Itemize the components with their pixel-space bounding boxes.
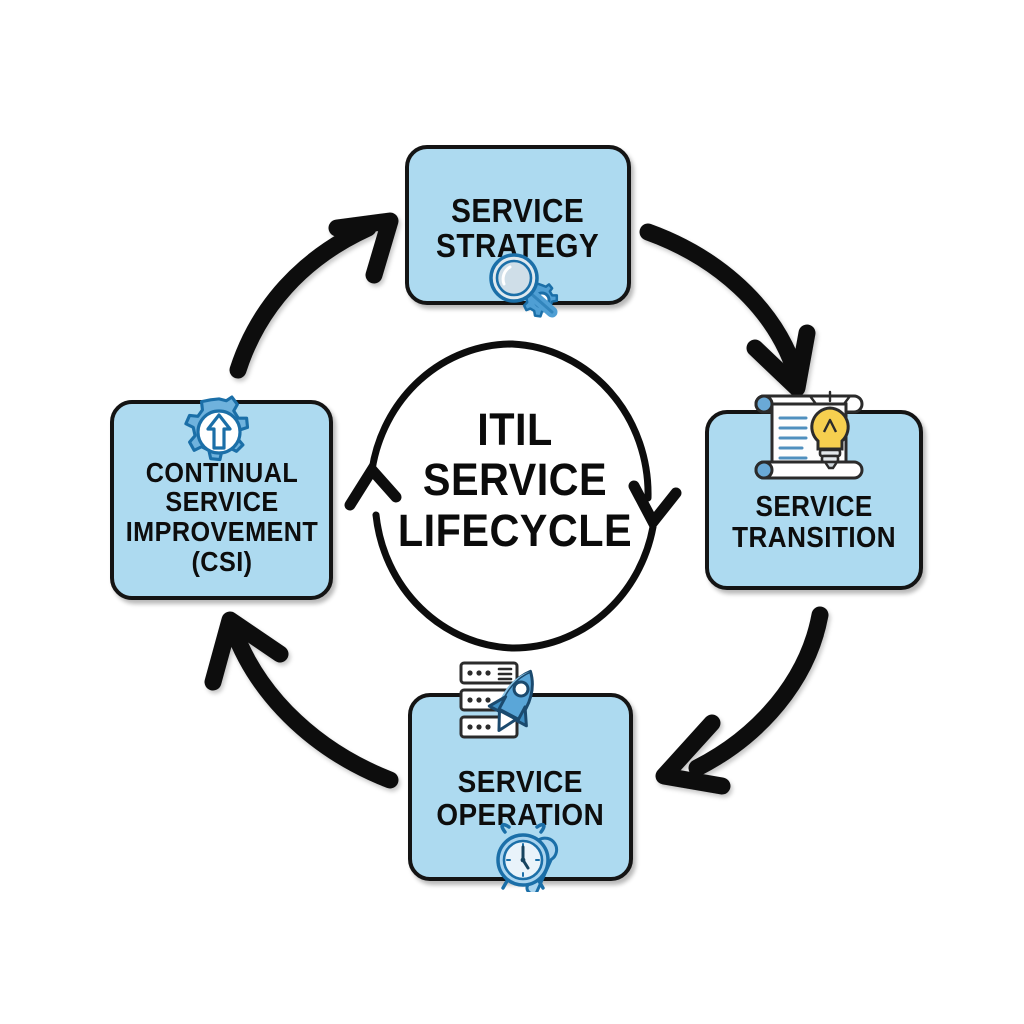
inner-circle-arrow-right	[628, 480, 682, 533]
inner-circle-arrow-left	[344, 460, 402, 511]
label-line-1: SERVICE	[755, 491, 873, 524]
label-line-2: STRATEGY	[436, 227, 600, 264]
arrow-transition-to-operation	[655, 606, 829, 795]
center-title-line-1: ITIL	[477, 404, 553, 455]
node-service-operation-label: SERVICE OPERATION	[436, 764, 605, 832]
center-title: ITIL SERVICE LIFECYCLE	[386, 404, 644, 556]
label-line-1: SERVICE	[457, 764, 584, 800]
node-continual-service-improvement-label: CONTINUAL SERVICE IMPROVEMENT (CSI)	[125, 456, 318, 577]
label-line-2: SERVICE	[164, 486, 279, 518]
center-title-line-2: SERVICE	[422, 454, 608, 506]
arrow-csi-to-strategy	[229, 212, 399, 379]
arrow-strategy-to-transition	[639, 223, 816, 397]
node-service-transition[interactable]: SERVICE TRANSITION	[705, 410, 923, 590]
node-service-transition-label: SERVICE TRANSITION	[732, 492, 896, 553]
node-service-strategy-label: SERVICE STRATEGY	[436, 192, 600, 264]
node-service-strategy[interactable]: SERVICE STRATEGY	[405, 145, 631, 305]
label-line-2: TRANSITION	[732, 522, 896, 554]
label-line-3: IMPROVEMENT	[125, 516, 318, 547]
node-service-operation[interactable]: SERVICE OPERATION	[408, 693, 633, 881]
label-line-1: SERVICE	[451, 192, 585, 230]
label-line-2: OPERATION	[436, 797, 605, 832]
center-title-line-3: LIFECYCLE	[397, 504, 633, 556]
node-continual-service-improvement[interactable]: CONTINUAL SERVICE IMPROVEMENT (CSI)	[110, 400, 333, 600]
arrow-operation-to-csi	[204, 611, 399, 789]
label-line-1: CONTINUAL	[145, 456, 298, 488]
label-line-4: (CSI)	[190, 545, 253, 577]
inner-lifecycle-circle	[368, 340, 657, 652]
